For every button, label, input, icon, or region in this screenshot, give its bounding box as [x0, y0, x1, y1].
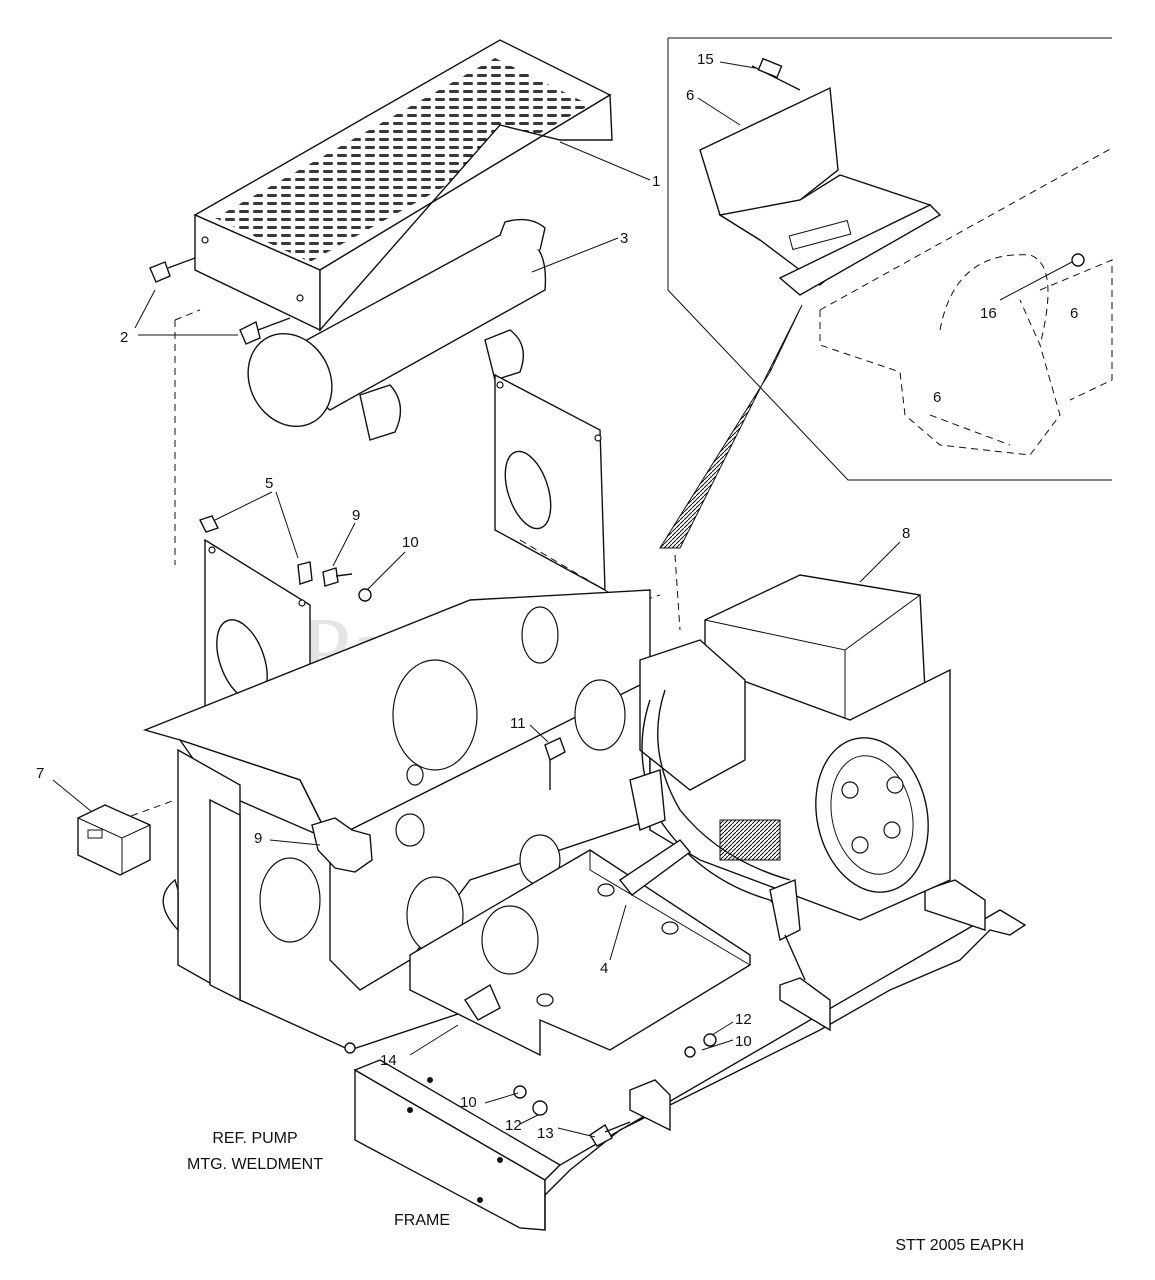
callout-2: 2	[120, 329, 128, 346]
callout-9-upper: 9	[352, 507, 360, 524]
inset-border	[667, 37, 1112, 481]
engine-mount-plate	[142, 589, 651, 991]
hardware	[199, 515, 717, 1147]
callout-6: 6	[686, 87, 694, 104]
leader-lines	[52, 141, 901, 1138]
callout-7: 7	[36, 765, 44, 782]
inset-detail: 15 6 16 6 6	[667, 37, 1113, 481]
detail-view-cone	[659, 304, 803, 549]
heat-shield-rear	[494, 373, 606, 592]
callout-16: 16	[980, 305, 997, 322]
inset-label-6b: 6	[1070, 305, 1078, 322]
switch-box	[77, 804, 151, 876]
callout-12-lower: 12	[505, 1117, 522, 1134]
side-panel	[162, 748, 471, 1054]
callout-14: 14	[380, 1052, 397, 1069]
mtg-weldment-label: MTG. WELDMENT	[187, 1156, 323, 1173]
callout-10-lower: 10	[460, 1094, 477, 1111]
lower-bracket	[409, 849, 751, 1057]
muffler	[247, 218, 547, 441]
callout-8: 8	[902, 525, 910, 542]
callout-5: 5	[265, 475, 273, 492]
ref-pump-label: REF. PUMP	[212, 1130, 297, 1147]
callout-9-lower: 9	[254, 830, 262, 847]
engine	[618, 574, 951, 981]
drawing-code: STT 2005 EAPKH	[895, 1237, 1024, 1254]
inset-label-6a: 6	[933, 389, 941, 406]
frame-label: FRAME	[394, 1212, 450, 1229]
callout-13: 13	[537, 1125, 554, 1142]
callout-3: 3	[620, 230, 628, 247]
inset-nut	[1071, 253, 1085, 267]
drive-hub	[311, 817, 373, 873]
muffler-cover	[193, 39, 613, 332]
cover-bolts	[149, 257, 291, 345]
callout-15: 15	[697, 51, 714, 68]
callout-11: 11	[510, 715, 526, 732]
callout-4: 4	[600, 960, 608, 977]
callout-10-upper: 10	[402, 534, 419, 551]
callout-10-right: 10	[735, 1033, 752, 1050]
callout-12-right: 12	[735, 1011, 752, 1028]
frame	[353, 879, 1027, 1231]
callout-1: 1	[652, 173, 660, 190]
